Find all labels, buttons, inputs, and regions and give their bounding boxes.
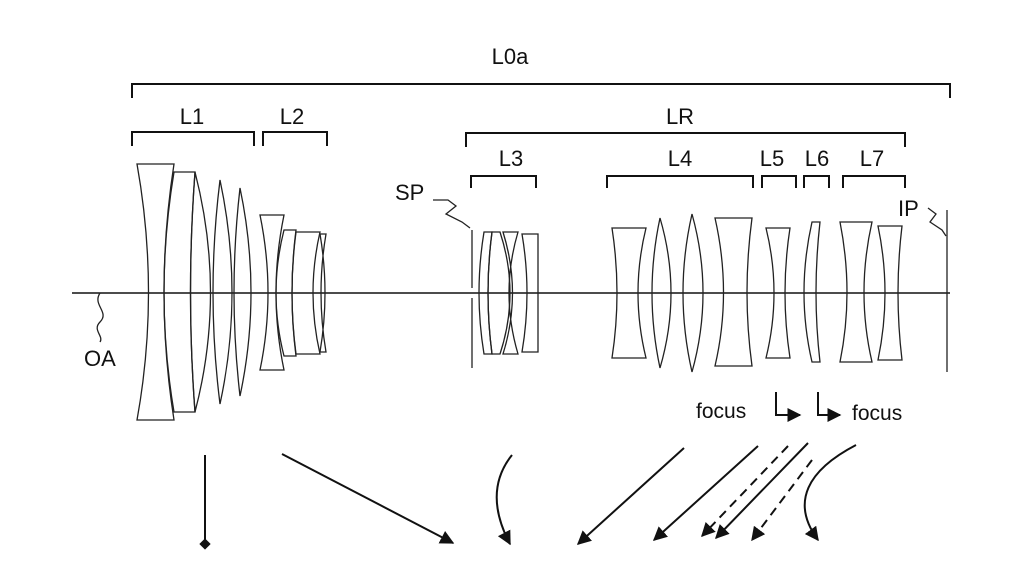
label-l4: L4 xyxy=(668,146,692,171)
locus-l5-dashed xyxy=(701,445,789,538)
oa-leader xyxy=(96,292,104,343)
lens-group-l3 xyxy=(478,231,539,355)
locus-l6-solid xyxy=(715,442,809,540)
lens-group-l7 xyxy=(839,221,903,363)
lens-group-l2 xyxy=(259,214,327,371)
locus-l3 xyxy=(495,454,513,546)
focus-arrow-l5 xyxy=(775,392,802,422)
lens-group-l1 xyxy=(136,163,252,421)
locus-l1-end xyxy=(199,538,211,550)
focus-label-left: focus xyxy=(696,400,746,423)
label-oa: OA xyxy=(84,346,116,371)
locus-l2 xyxy=(281,453,455,544)
label-l5: L5 xyxy=(760,146,784,171)
locus-l7 xyxy=(803,444,857,542)
movement-loci xyxy=(199,442,857,550)
bracket-l1 xyxy=(131,131,255,146)
lens-l5 xyxy=(765,227,791,359)
label-l2: L2 xyxy=(280,104,304,129)
locus-l4 xyxy=(576,447,685,545)
label-ip: IP xyxy=(898,196,919,221)
bracket-l7 xyxy=(842,175,906,188)
label-l1: L1 xyxy=(180,104,204,129)
label-l3: L3 xyxy=(499,146,523,171)
bracket-lr xyxy=(465,132,906,147)
sp-leader xyxy=(433,199,471,229)
locus-l6-dashed xyxy=(751,459,813,542)
bracket-l6 xyxy=(803,175,830,188)
bracket-l3 xyxy=(470,175,537,188)
focus-label-right: focus xyxy=(852,402,902,425)
bracket-l5 xyxy=(761,175,797,188)
locus-l5-solid xyxy=(652,445,759,541)
label-lr: LR xyxy=(666,104,694,129)
bracket-l2 xyxy=(262,131,328,146)
label-l6: L6 xyxy=(805,146,829,171)
focus-arrow-l6 xyxy=(817,392,842,422)
lens-group-l4 xyxy=(611,213,753,373)
label-sp: SP xyxy=(395,180,424,205)
label-l0a: L0a xyxy=(492,44,529,69)
bracket-l4 xyxy=(606,175,754,188)
label-l7: L7 xyxy=(860,146,884,171)
ip-leader xyxy=(927,207,947,237)
bracket-l0a xyxy=(131,83,951,98)
lens-l6 xyxy=(803,221,821,363)
